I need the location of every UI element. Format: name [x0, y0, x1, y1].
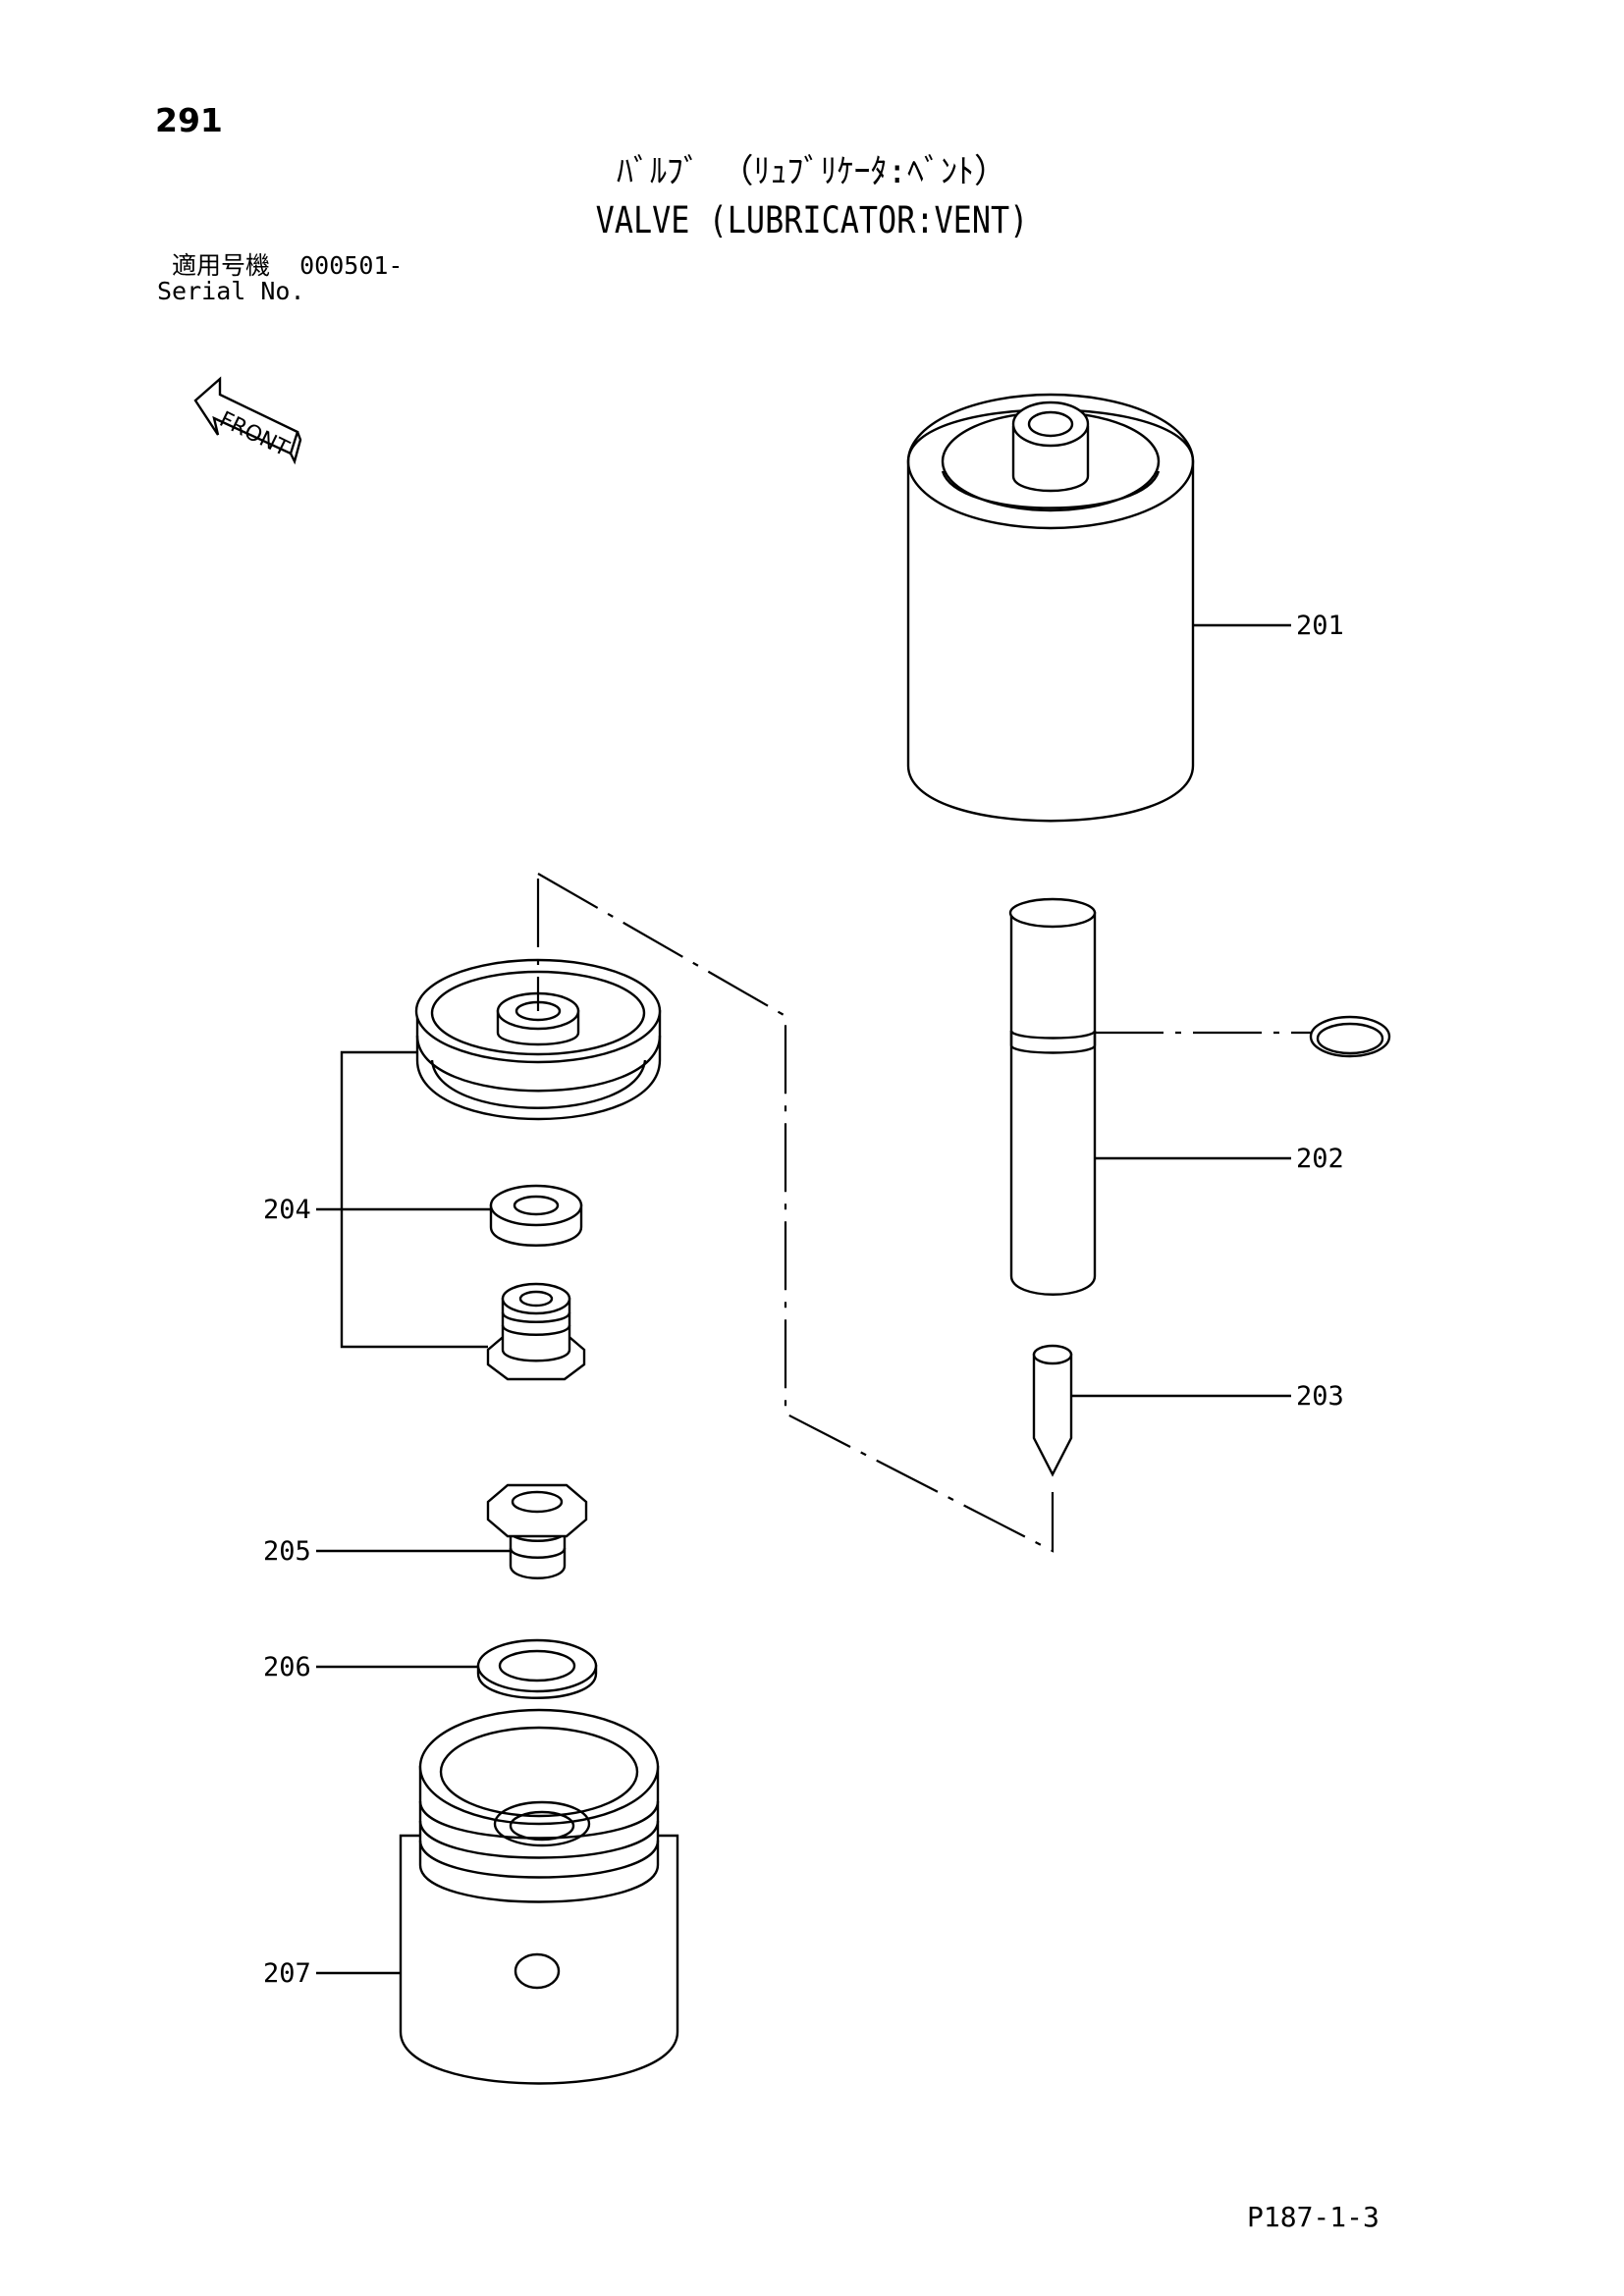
part-201-cap	[906, 393, 1195, 823]
callout-205: 205	[263, 1536, 311, 1567]
part-207-body	[399, 1708, 679, 2085]
serial-label-en: Serial No.	[157, 277, 305, 305]
title-english: VALVE (LUBRICATOR:VENT)	[595, 199, 1029, 241]
callout-201: 201	[1296, 611, 1344, 641]
callout-206: 206	[263, 1652, 311, 1682]
page-number: 291	[155, 101, 223, 139]
o-ring-202	[1309, 1015, 1391, 1058]
part-202-rod	[1008, 897, 1097, 1296]
serial-value: 000501-	[299, 251, 404, 280]
page-code: P187-1-3	[1247, 2201, 1380, 2233]
part-206-washer	[476, 1638, 598, 1699]
part-204-fitting	[486, 1282, 586, 1381]
serial-number-line: 適用号機 000501-	[172, 253, 403, 278]
callout-207: 207	[263, 1958, 311, 1989]
callout-203: 203	[1296, 1381, 1344, 1412]
serial-label-jp: 適用号機	[172, 251, 271, 280]
title-japanese: ﾊﾞﾙﾌﾞ （ﾘｭﾌﾞﾘｹｰﾀ:ﾍﾞﾝﾄ）	[617, 152, 1007, 191]
part-203-pin	[1032, 1344, 1073, 1477]
part-204-seal	[489, 1184, 583, 1247]
callout-202: 202	[1296, 1144, 1344, 1174]
front-arrow-icon: FRONT	[193, 376, 302, 465]
part-205-bolt	[486, 1483, 588, 1579]
front-label: FRONT	[215, 407, 293, 462]
callout-204: 204	[263, 1195, 311, 1225]
